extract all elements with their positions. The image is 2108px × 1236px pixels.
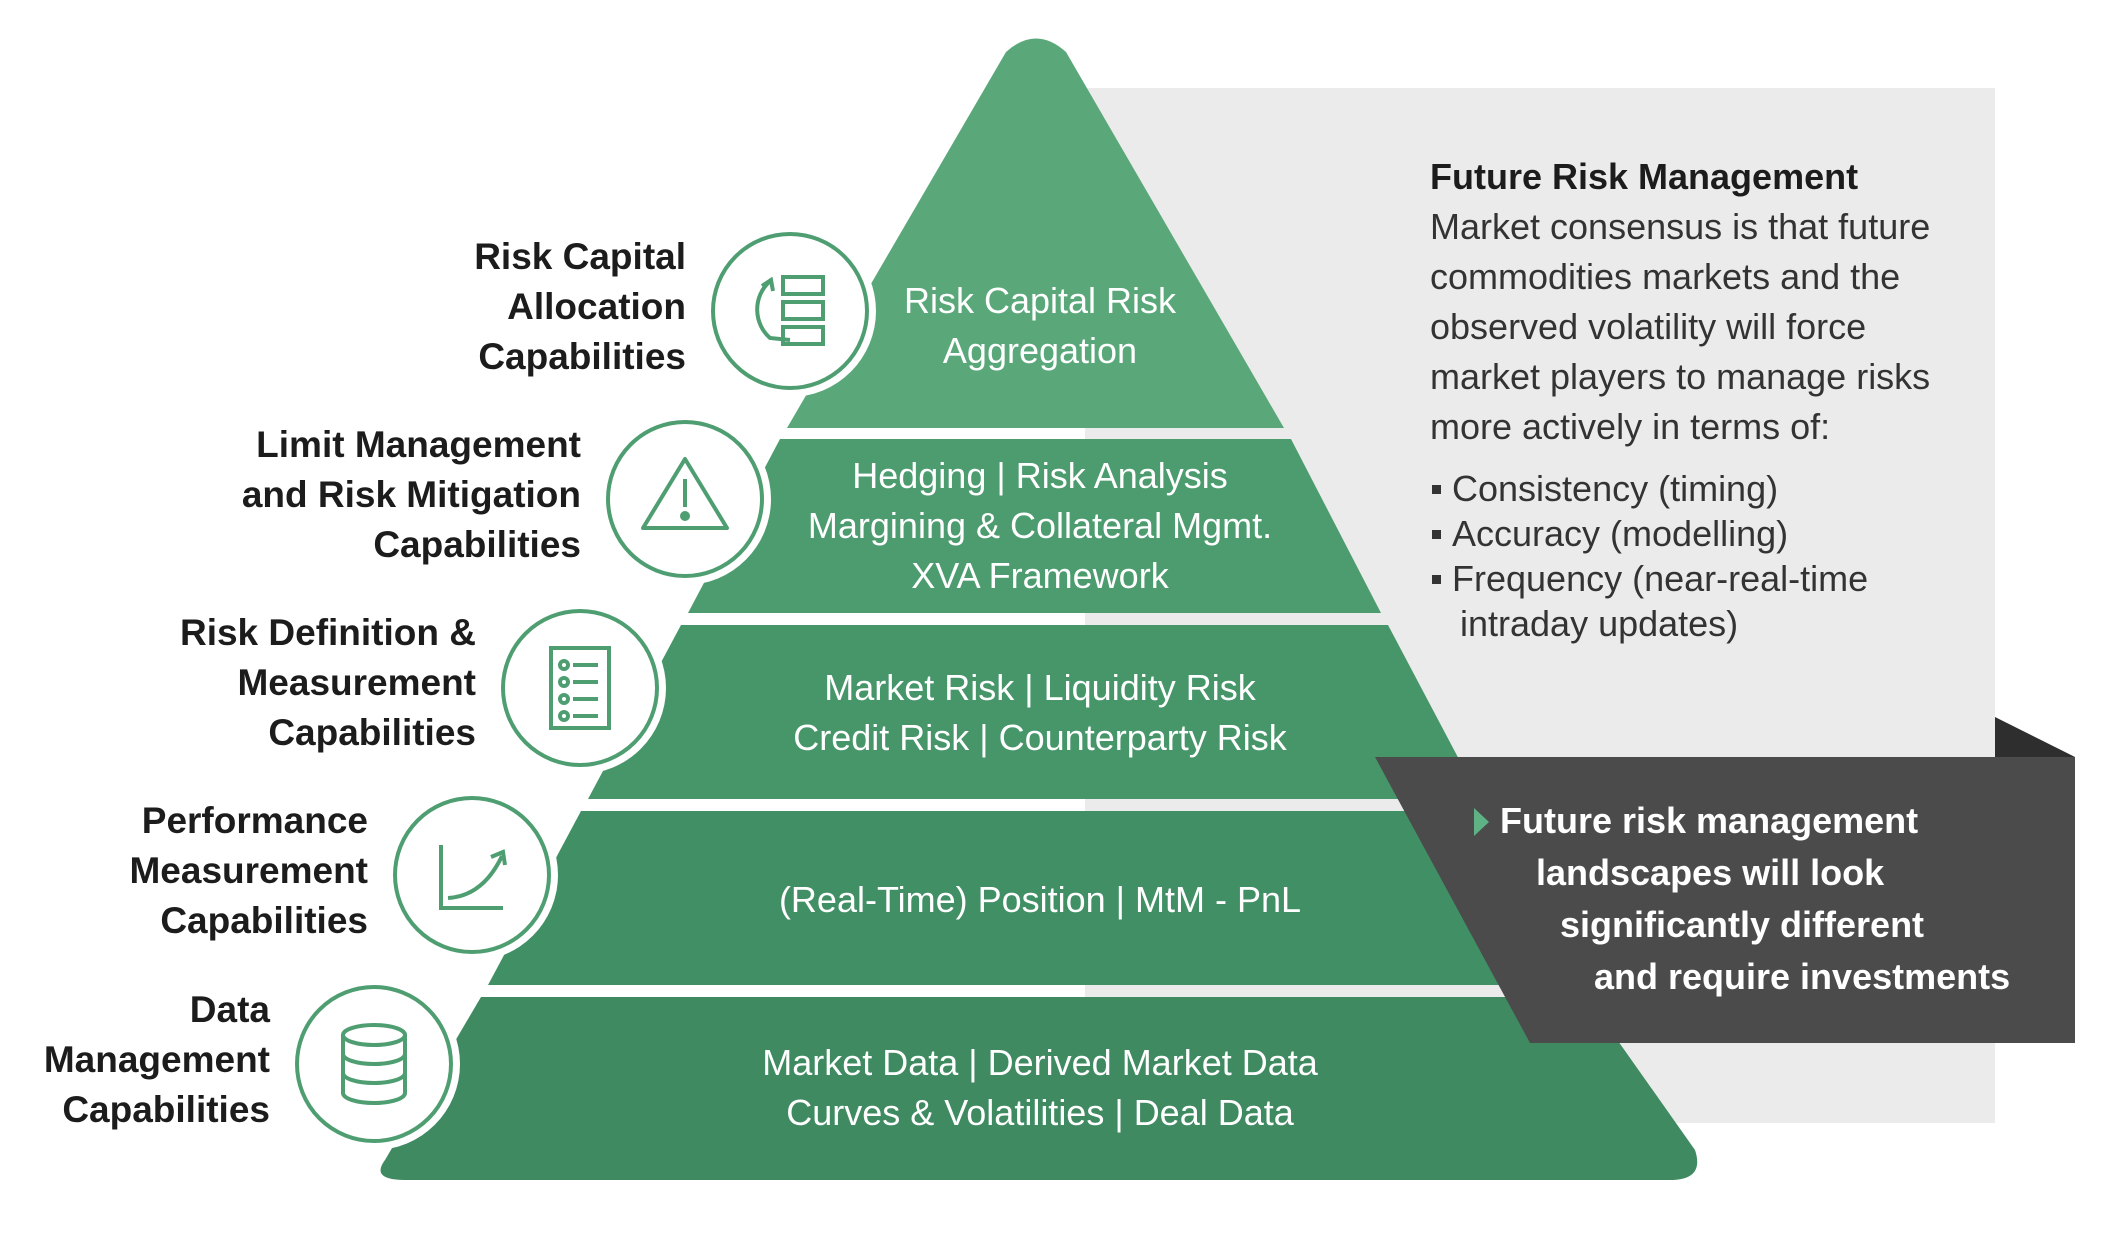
pyramid-tier-4-shape <box>488 811 1580 985</box>
database-icon <box>341 1023 407 1105</box>
callout-arrow-icon <box>1474 808 1489 836</box>
info-panel-bullets: Consistency (timing) Accuracy (modelling… <box>1430 466 1990 646</box>
pyramid-tier-3-shape <box>588 625 1480 799</box>
pyramid-tier-2-shape <box>688 439 1381 613</box>
capability-icon-4 <box>386 789 558 961</box>
bullet-item: Consistency (timing) <box>1430 466 1990 511</box>
capability-label-3: Risk Definition & Measurement Capabiliti… <box>179 612 476 753</box>
capability-icon-2 <box>599 413 771 585</box>
checklist-icon <box>549 646 611 730</box>
pyramid-tier-4-text: (Real-Time) Position | MtM - PnL <box>778 879 1302 920</box>
capability-icon-3 <box>494 602 666 774</box>
pyramid-tier-5-text: Market Data | Derived Market Data Curves… <box>762 1042 1318 1133</box>
capability-label-5: Data Management Capabilities <box>43 989 270 1130</box>
pyramid-tier-1-text: Risk Capital Risk Aggregation <box>903 280 1177 371</box>
capability-label-4: Performance Measurement Capabilities <box>129 800 368 941</box>
capability-label-1: Risk Capital Allocation Capabilities <box>474 236 686 377</box>
callout-fold <box>1995 717 2075 757</box>
pyramid-tier-2-text: Hedging | Risk Analysis Margining & Coll… <box>807 455 1273 596</box>
pyramid-tier-1-shape <box>787 38 1284 428</box>
pyramid-tier-3-text: Market Risk | Liquidity Risk Credit Risk… <box>793 667 1287 758</box>
bullet-item: Frequency (near-real-time intraday updat… <box>1430 556 1990 646</box>
hierarchy-refresh-icon <box>755 275 825 346</box>
bullet-item: Accuracy (modelling) <box>1430 511 1990 556</box>
capability-label-2: Limit Management and Risk Mitigation Cap… <box>241 424 581 565</box>
info-panel-body: Market consensus is that future commodit… <box>1430 206 1931 447</box>
warning-triangle-icon <box>641 457 729 530</box>
capability-icon-1 <box>704 225 876 397</box>
pyramid-tier-5-shape <box>380 997 1698 1180</box>
info-panel: Future Risk Management Market consensus … <box>1430 152 1990 646</box>
callout-text: Future risk management landscapes will l… <box>1500 800 2011 997</box>
capability-icon-5 <box>288 978 460 1150</box>
callout-background <box>1375 757 2075 1043</box>
growth-curve-icon <box>439 845 507 910</box>
info-panel-title: Future Risk Management <box>1430 156 1859 197</box>
